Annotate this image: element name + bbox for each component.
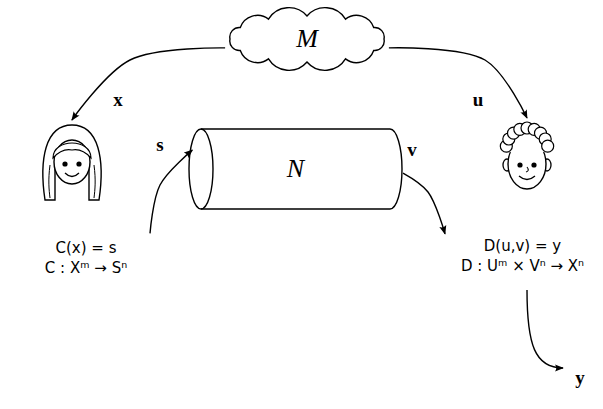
nose: [526, 167, 528, 172]
output-arrow: [527, 290, 563, 368]
boy-face-drawing: [445, 118, 600, 236]
source-cloud: M: [218, 2, 396, 76]
hair: [43, 125, 101, 200]
node-text-group: D(u,v) = yD : Uᵐ × Vⁿ → Xⁿ: [445, 236, 600, 280]
face: [54, 140, 90, 184]
node-formula: C : Xᵐ → Sⁿ: [45, 258, 127, 278]
decoder-person: D(u,v) = yD : Uᵐ × Vⁿ → Xⁿ: [445, 118, 600, 280]
signal-arrow: [403, 173, 445, 234]
encoder-person: C(x) = sC : Xᵐ → Sⁿ: [22, 120, 150, 282]
signal-label: u: [471, 89, 486, 111]
signal-label: s: [154, 134, 165, 156]
bangs: [53, 143, 91, 158]
mouth: [519, 176, 535, 180]
curl: [542, 140, 554, 152]
node-formula: D(u,v) = y: [484, 236, 561, 256]
signal-arrow: [72, 48, 225, 120]
node-text-group: N: [188, 128, 403, 210]
signal-arrow: [150, 150, 192, 233]
node-symbol: N: [287, 153, 304, 184]
signal-label: v: [405, 139, 419, 161]
node-text-group: C(x) = sC : Xᵐ → Sⁿ: [22, 238, 150, 282]
signal-arrow: [389, 48, 527, 118]
node-formula: C(x) = s: [56, 238, 117, 258]
girl-figure: [43, 125, 101, 200]
boy-figure: [500, 122, 553, 189]
output-label: y: [573, 367, 587, 389]
girl-face-drawing: [22, 120, 150, 238]
cloud-shape: [230, 8, 384, 71]
eye: [517, 162, 522, 167]
cylinder-end: [189, 129, 213, 209]
eye: [62, 161, 67, 166]
eye: [76, 161, 81, 166]
channel-cylinder: N: [188, 128, 403, 210]
cylinder-body: [201, 129, 402, 209]
node-text-group: M: [218, 2, 396, 76]
signal-label: x: [111, 89, 125, 111]
mouth: [65, 173, 79, 177]
node-formula: D : Uᵐ × Vⁿ → Xⁿ: [461, 256, 584, 276]
eye: [531, 162, 536, 167]
node-symbol: M: [296, 23, 318, 54]
